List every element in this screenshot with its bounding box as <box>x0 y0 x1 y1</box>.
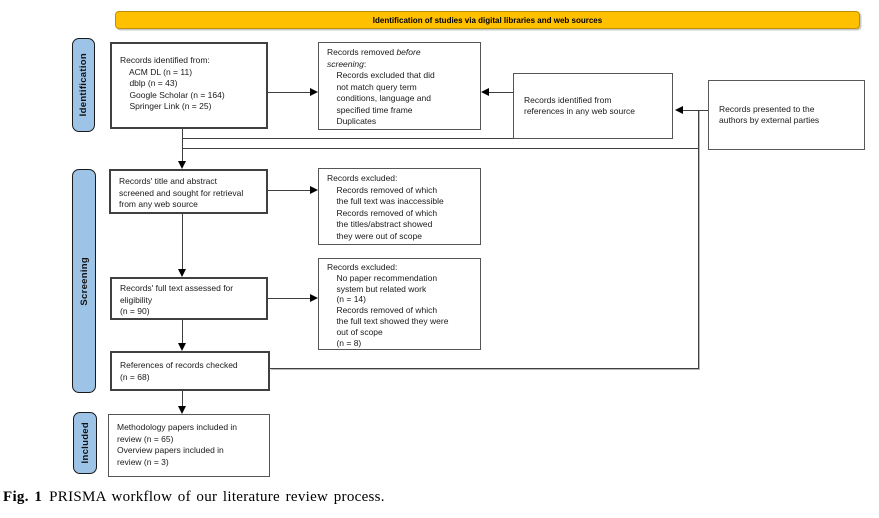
flow-box-included-papers: Methodology papers included in review (n… <box>108 414 270 477</box>
connector-fulltext-to-excluded2 <box>268 298 310 299</box>
connector-websource-to-removed <box>489 92 513 93</box>
stage-label-identification: Identification <box>72 38 95 132</box>
stage-label-identification-text: Identification <box>78 53 89 117</box>
connector-right-vertical <box>698 110 699 369</box>
flow-box-excluded-screening: Records excluded: Records removed of whi… <box>318 168 481 245</box>
records-removed-title-suffix: : <box>363 58 367 69</box>
arrowhead-into-included <box>178 406 186 414</box>
arrowhead-into-websource <box>675 106 683 114</box>
records-removed-title-italic: before screening <box>327 47 421 69</box>
arrowhead-into-fulltext <box>178 269 186 277</box>
connector-identified-to-screened <box>182 129 183 161</box>
records-removed-title-prefix: Records removed <box>327 47 397 57</box>
flow-box-web-source: Records identified from references in an… <box>513 73 673 139</box>
flow-box-records-identified: Records identified from: ACM DL (n = 11)… <box>110 42 268 129</box>
records-removed-body: Records excluded that did not match quer… <box>336 70 435 126</box>
connector-websource-down-left <box>182 138 513 139</box>
flow-box-title-abstract-screened: Records' title and abstract screened and… <box>109 169 268 214</box>
arrowhead-into-references <box>178 343 186 351</box>
connector-external-down-left <box>182 148 699 149</box>
arrowhead-into-removed-left <box>310 88 318 96</box>
connector-identified-to-removed <box>268 92 310 93</box>
connector-references-to-included <box>182 391 183 407</box>
stage-label-included: Included <box>73 412 97 474</box>
stage-label-screening-text: Screening <box>78 256 90 306</box>
flow-box-records-removed: Records removed before screening: Record… <box>318 42 481 130</box>
figure-caption-text: PRISMA workflow of our literature review… <box>49 489 385 505</box>
arrowhead-into-excluded1 <box>310 186 318 194</box>
connector-external-to-websource <box>683 110 708 111</box>
banner-label: Identification of studies via digital li… <box>372 15 603 25</box>
figure-caption-label: Fig. 1 <box>3 489 43 505</box>
connector-screened-to-fulltext <box>182 214 183 269</box>
connector-fulltext-to-references <box>182 320 183 345</box>
stage-label-included-text: Included <box>79 422 91 464</box>
connector-screened-to-excluded1 <box>267 190 310 191</box>
arrowhead-into-removed-right <box>481 88 489 96</box>
stage-label-screening: Screening <box>72 169 96 393</box>
flow-box-full-text-assessed: Records' full text assessed for eligibil… <box>110 277 268 320</box>
figure-caption: Fig. 1 PRISMA workflow of our literature … <box>3 489 385 506</box>
banner: Identification of studies via digital li… <box>115 11 860 29</box>
flow-box-references-checked: References of records checked (n = 68) <box>110 351 270 391</box>
arrowhead-into-screened <box>178 161 186 169</box>
flow-box-excluded-eligibility: Records excluded: No paper recommendatio… <box>318 258 481 350</box>
connector-references-to-right <box>270 368 699 369</box>
arrowhead-into-excluded2 <box>310 294 318 302</box>
flow-box-external-parties: Records presented to the authors by exte… <box>708 80 865 150</box>
